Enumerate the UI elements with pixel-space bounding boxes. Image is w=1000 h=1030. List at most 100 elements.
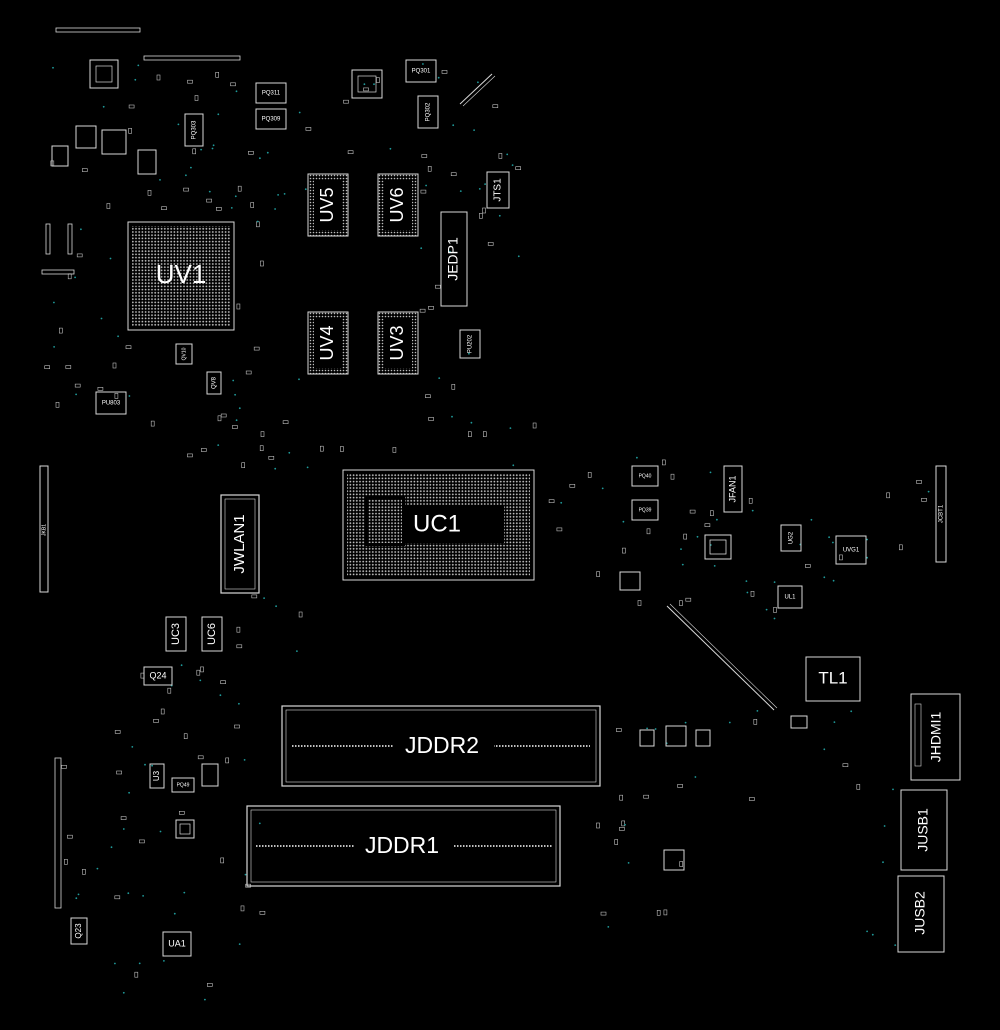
tl1-transformer[interactable]: TL1 <box>805 656 861 702</box>
smd-pad <box>839 554 843 561</box>
left-ic-1[interactable] <box>75 125 97 149</box>
pq309-chip[interactable]: PQ309 <box>255 108 287 130</box>
smd-pad <box>187 453 193 458</box>
smd-pad <box>856 784 861 790</box>
mid-right-ic[interactable] <box>619 571 641 591</box>
via <box>212 144 215 147</box>
via <box>607 926 610 928</box>
uc1-label: UC1 <box>413 510 461 537</box>
via <box>217 444 220 446</box>
via <box>238 702 240 705</box>
top-left-ic[interactable] <box>89 59 119 89</box>
jddr-right-ic[interactable] <box>663 849 685 871</box>
q24-label: Q24 <box>149 670 166 680</box>
jedp1-connector[interactable]: JEDP1 <box>440 211 468 307</box>
pq39-chip[interactable]: PQ39 <box>631 499 659 521</box>
jhdmi1-connector[interactable]: JHDMI1 <box>910 693 961 781</box>
uv4-memory-chip[interactable]: UV4 <box>307 311 349 375</box>
via <box>217 113 220 116</box>
via <box>100 317 103 320</box>
uv1-bga-package[interactable]: UV1 <box>127 221 235 331</box>
via <box>451 415 453 418</box>
pq311-chip[interactable]: PQ311 <box>255 82 287 104</box>
u3-chip[interactable]: U3 <box>149 763 165 789</box>
jddr-right-ic-3[interactable] <box>639 729 655 747</box>
uc6-chip[interactable]: UC6 <box>201 616 223 652</box>
smd-pad <box>773 607 777 613</box>
smd-pad <box>886 492 890 499</box>
via <box>882 861 884 864</box>
smd-pad <box>260 431 265 437</box>
uc3-chip[interactable]: UC3 <box>165 616 187 652</box>
via <box>134 78 137 81</box>
smd-pad <box>663 909 668 916</box>
qv8-chip[interactable]: QV8 <box>206 371 222 395</box>
left-ic-3[interactable] <box>137 149 157 175</box>
q23-transistor[interactable]: Q23 <box>70 917 88 945</box>
smd-pad <box>677 784 683 788</box>
via <box>373 83 375 86</box>
uc6-label: UC6 <box>206 623 218 645</box>
uv1-label: UV1 <box>156 259 207 289</box>
smd-pad <box>804 564 811 568</box>
smd-pad <box>749 797 755 801</box>
ug2-chip[interactable]: UG2 <box>780 524 802 552</box>
smd-pad <box>428 417 434 421</box>
ug3-chip[interactable] <box>704 534 732 560</box>
smd-pad <box>220 857 224 864</box>
jddr1-slot[interactable]: JDDR1 <box>246 805 561 887</box>
smd-pad <box>748 497 753 504</box>
pq40-chip[interactable]: PQ40 <box>631 465 659 487</box>
bottom-left-ic[interactable] <box>201 763 219 787</box>
q24-transistor[interactable]: Q24 <box>143 666 173 686</box>
via <box>833 721 836 723</box>
uv5-memory-chip[interactable]: UV5 <box>307 173 349 237</box>
via <box>199 679 202 682</box>
pu202-chip[interactable]: PU202 <box>459 329 481 359</box>
via <box>230 207 233 209</box>
via <box>389 147 392 150</box>
qv10-chip[interactable]: QV10 <box>175 343 193 365</box>
smd-pad <box>241 462 245 469</box>
jts1-connector[interactable]: JTS1 <box>486 171 510 209</box>
via <box>828 536 830 539</box>
jddr-right-ic-4[interactable] <box>695 729 711 747</box>
ug4-chip[interactable] <box>790 715 808 729</box>
top-center-ic[interactable] <box>351 69 383 99</box>
smd-pad <box>259 445 264 452</box>
smd-pad <box>515 166 522 170</box>
uc1-bga-package[interactable]: UC1 <box>342 469 535 581</box>
ul1-chip[interactable]: UL1 <box>777 585 803 609</box>
u3-ic[interactable] <box>175 819 195 839</box>
uv3-memory-chip[interactable]: UV3 <box>377 311 419 375</box>
jkb1-connector[interactable]: JKB1 <box>39 465 49 593</box>
uvg1-chip[interactable]: UVG1 <box>835 535 867 565</box>
pu803-chip[interactable]: PU803 <box>95 391 127 415</box>
pq303-chip[interactable]: PQ303 <box>184 113 204 147</box>
jddr-right-ic-2[interactable] <box>665 725 687 747</box>
uv6-memory-chip[interactable]: UV6 <box>377 173 419 237</box>
left-ic-2[interactable] <box>101 129 127 155</box>
jwlan1-connector[interactable]: JWLAN1 <box>220 494 260 594</box>
jcbt1-connector[interactable]: JCBT1 <box>935 465 947 563</box>
pq301-chip[interactable]: PQ301 <box>405 59 437 83</box>
pq302-chip[interactable]: PQ302 <box>417 95 439 129</box>
jfan1-connector[interactable]: JFAN1 <box>723 465 743 513</box>
left-ic-4[interactable] <box>51 145 69 167</box>
smd-pad <box>128 128 132 134</box>
via <box>128 395 131 397</box>
jedp1-label: JEDP1 <box>445 237 461 281</box>
jusb1-connector[interactable]: JUSB1 <box>900 789 948 871</box>
pq49-chip[interactable]: PQ49 <box>171 777 195 793</box>
via <box>142 895 145 897</box>
via <box>137 64 140 67</box>
jddr2-slot[interactable]: JDDR2 <box>281 705 601 787</box>
smd-pad <box>183 733 188 740</box>
via <box>128 791 131 794</box>
smd-pad <box>600 911 607 916</box>
via <box>256 220 259 223</box>
jusb2-connector[interactable]: JUSB2 <box>897 875 945 953</box>
smd-pad <box>82 868 86 875</box>
ua1-chip[interactable]: UA1 <box>162 931 192 957</box>
